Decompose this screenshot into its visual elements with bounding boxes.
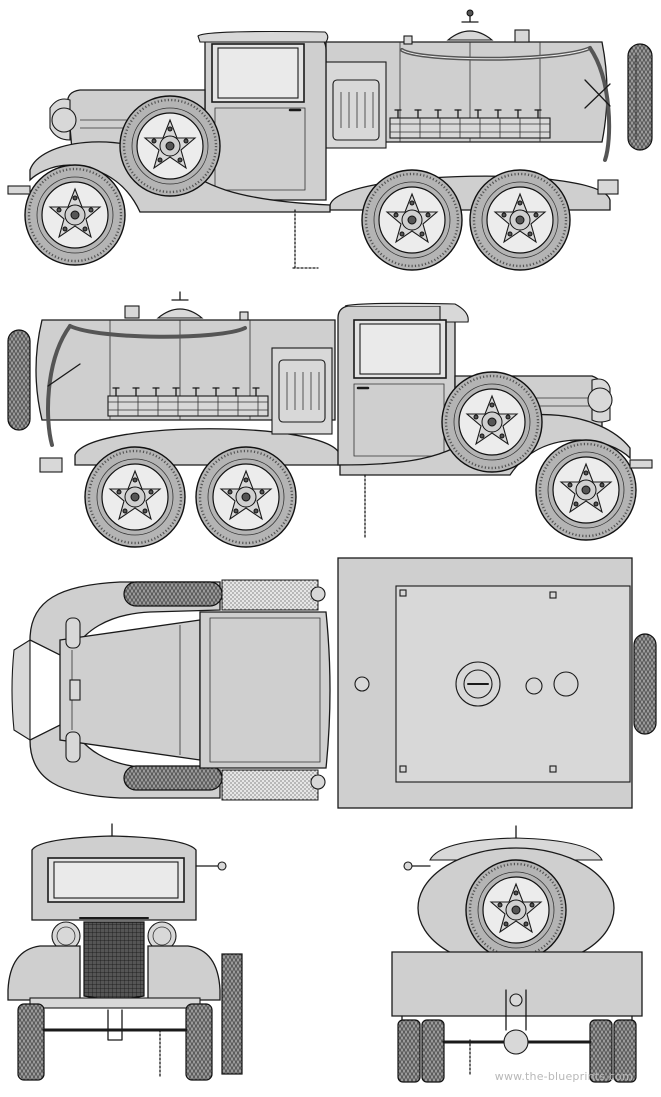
- cab-right: [337, 302, 469, 466]
- spare-wheel-rear-right: [7, 329, 31, 431]
- front-tyres-front: [17, 1003, 213, 1081]
- front-wheel-right: [534, 438, 638, 542]
- bumper-front: [29, 997, 201, 1009]
- tank-wrench-tool: [584, 79, 611, 109]
- tank-vent-cap: [403, 29, 530, 45]
- spare-wheel-rear-view: [464, 858, 568, 962]
- bumper-front-left: [7, 185, 31, 195]
- front-axle: [42, 1009, 188, 1041]
- cab-roof-top: [199, 611, 331, 769]
- spare-wheel-side-left: [118, 94, 222, 198]
- spare-wheel-rear: [627, 43, 653, 151]
- right-side-view: [7, 291, 653, 549]
- cab-front: [31, 823, 227, 921]
- rear-wheel-2-right: [194, 445, 298, 549]
- tow-chain-left: [292, 209, 319, 269]
- spare-wheel-side-front: [221, 953, 243, 1075]
- rear-hitch-right: [39, 457, 63, 473]
- pump-cabinet-right: [271, 347, 333, 435]
- rear-wheel-1-right: [83, 445, 187, 549]
- rear-axle-diff: [442, 989, 592, 1055]
- spare-wheel-top: [633, 633, 657, 735]
- left-side-view: [7, 9, 653, 272]
- bumper-front-right: [629, 459, 653, 469]
- rear-wheel-2-left: [468, 168, 572, 272]
- tank-dome-top: [455, 661, 579, 707]
- top-view: [11, 557, 657, 809]
- tank-dome-filler-right: [124, 291, 249, 321]
- front-view: [7, 823, 243, 1081]
- cab: [197, 30, 329, 201]
- radiator-grille: [79, 917, 149, 1000]
- pump-cabinet: [325, 61, 387, 149]
- rear-hitch-left: [597, 179, 619, 195]
- rear-wheel-1-left: [360, 168, 464, 272]
- watermark-text: www.the-blueprints.com: [494, 1070, 633, 1083]
- tank-wrench-tool-right: [47, 363, 81, 387]
- hose-line-right: [46, 324, 247, 447]
- front-fenders-front: [7, 945, 221, 1001]
- hose-line: [400, 46, 612, 162]
- cab-mirror-top: [310, 586, 326, 790]
- spare-wheel-side-right: [440, 370, 544, 474]
- rear-dual-tyres: [397, 1019, 637, 1083]
- rear-view: [391, 825, 643, 1083]
- hood-top: [59, 617, 201, 763]
- running-boards-top: [221, 579, 319, 801]
- tank-dome-filler: [446, 9, 494, 41]
- front-wheel-left: [23, 163, 127, 267]
